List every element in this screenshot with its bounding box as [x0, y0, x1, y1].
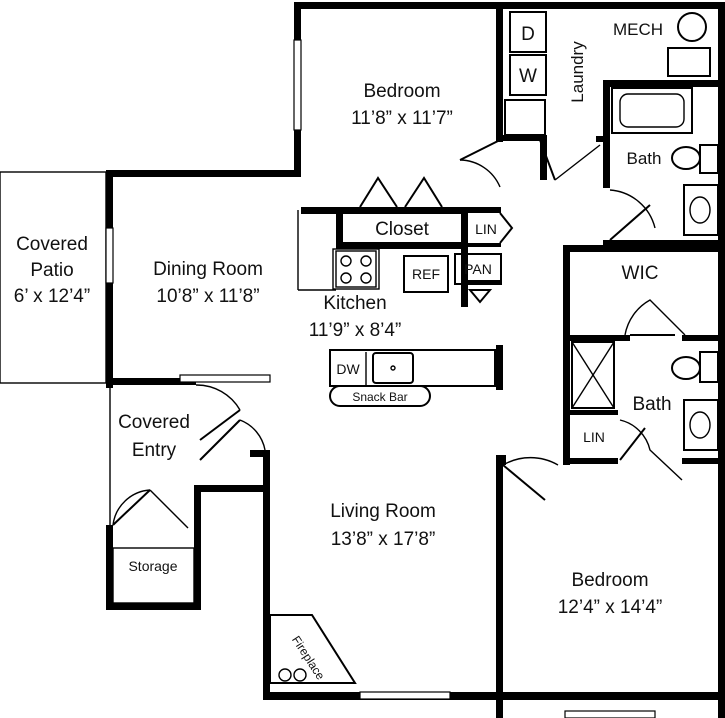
laundry-label: Laundry	[568, 41, 587, 103]
snack-bar-label: Snack Bar	[352, 390, 407, 404]
wic-label: WIC	[622, 263, 659, 284]
doors	[112, 139, 686, 529]
thin-lines	[0, 39, 656, 718]
furnace-icon	[667, 47, 711, 77]
dining-name: Dining Room	[153, 259, 263, 280]
entry-line2: Entry	[132, 440, 177, 461]
bathtub-icon	[611, 87, 693, 134]
fireplace-label: Fireplace	[289, 633, 328, 682]
lin2-label: LIN	[583, 429, 605, 445]
shower-icon	[571, 341, 615, 409]
sink-icon	[683, 184, 719, 236]
kitchen-size: 11’9” x 8’4”	[309, 320, 402, 341]
refrigerator-box	[403, 255, 449, 293]
ref-label: REF	[412, 266, 440, 282]
bedroom2-name: Bedroom	[571, 570, 648, 591]
washer-label: W	[519, 66, 537, 87]
dryer-label: D	[521, 24, 535, 45]
storage-label: Storage	[128, 558, 177, 574]
mech-label: MECH	[613, 20, 663, 39]
bedroom1-size: 11’8” x 11’7”	[351, 108, 453, 129]
snack-bar-box	[329, 385, 431, 407]
entry-line1: Covered	[118, 412, 190, 433]
sink-icon	[683, 399, 719, 451]
fixtures	[112, 11, 719, 684]
bedroom2-size: 12’4” x 14’4”	[558, 597, 663, 618]
bath1-label: Bath	[627, 149, 662, 168]
lin1-label: LIN	[475, 221, 497, 237]
kitchen-sink-icon	[372, 352, 414, 384]
living-name: Living Room	[330, 501, 436, 522]
bedroom1-name: Bedroom	[363, 81, 440, 102]
stove-icon	[335, 250, 377, 288]
washer-box	[509, 54, 547, 96]
dryer-box	[509, 11, 547, 53]
patio-size: 6’ x 12’4”	[14, 286, 90, 307]
fireplace-icon	[269, 614, 357, 684]
toilet-icon	[671, 146, 701, 170]
dining-size: 10’8” x 11’8”	[156, 286, 259, 307]
living-size: 13’8” x 17’8”	[331, 529, 436, 550]
patio-line2: Patio	[30, 260, 73, 281]
kitchen-name: Kitchen	[323, 293, 386, 314]
closet-label: Closet	[375, 219, 430, 240]
patio-line1: Covered	[16, 234, 88, 255]
dw-label: DW	[336, 361, 360, 377]
toilet-icon	[671, 356, 701, 380]
pan-label: PAN	[464, 261, 492, 277]
water-heater-icon	[677, 12, 707, 42]
pantry-box	[454, 253, 502, 285]
bath2-label: Bath	[632, 394, 671, 415]
